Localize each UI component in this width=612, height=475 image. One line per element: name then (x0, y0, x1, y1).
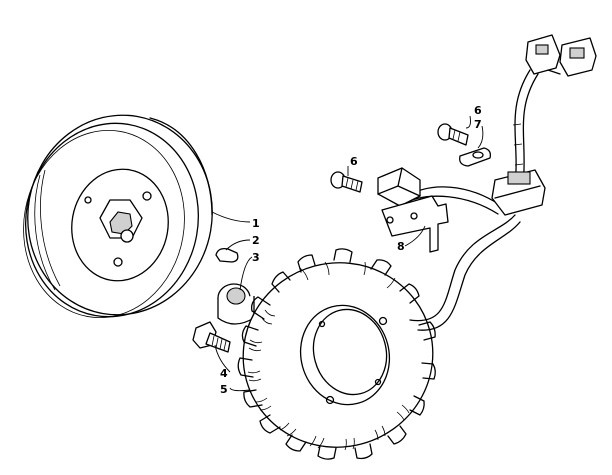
callout-8: 8 (397, 240, 405, 253)
screw-left-icon (330, 171, 363, 193)
callout-6-left: 6 (350, 155, 358, 168)
woodruff-key-icon (215, 247, 239, 263)
screw-right-icon (437, 123, 469, 146)
trigger-coil-icon (377, 167, 449, 253)
plate-icon (459, 147, 492, 167)
callout-6-right: 6 (474, 104, 482, 117)
callout-4: 4 (220, 367, 228, 380)
leader-lines (211, 115, 484, 392)
flywheel-icon (23, 114, 213, 319)
callout-7: 7 (474, 118, 482, 131)
bolt-icon (192, 321, 231, 353)
stator-icon (237, 248, 436, 460)
callout-5: 5 (220, 383, 228, 396)
wire-connector-icon (525, 34, 597, 77)
grommet-icon (491, 169, 546, 216)
hub-nut-icon (99, 199, 143, 243)
callout-3: 3 (252, 251, 260, 264)
callout-1: 1 (252, 217, 260, 230)
callout-2: 2 (252, 234, 260, 247)
spacer-icon (217, 283, 255, 325)
